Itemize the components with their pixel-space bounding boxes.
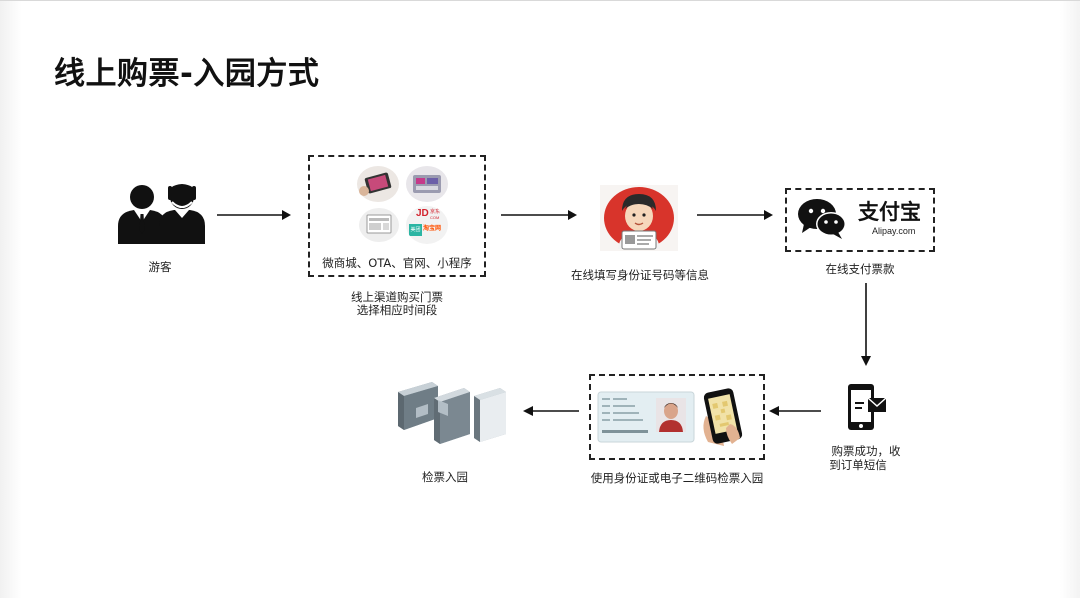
- success-label-line1: 购票成功，收: [831, 444, 901, 458]
- visitors-icon: [118, 184, 205, 244]
- alipay-domain: Alipay.com: [872, 226, 916, 236]
- enter-label: 检票入园: [422, 470, 468, 484]
- pay-label: 在线支付票款: [825, 262, 895, 276]
- arrow-right-icon: [501, 210, 577, 220]
- channels-inner-label: 微商城、OTA、官网、小程序: [322, 256, 472, 270]
- person-with-id-icon: [600, 185, 678, 251]
- payment-box: [785, 188, 935, 252]
- alipay-logo: 支付宝: [858, 199, 921, 224]
- arrow-down-icon: [861, 283, 871, 366]
- verify-box: [589, 374, 765, 460]
- arrow-right-icon: [697, 210, 773, 220]
- channels-caption-line1: 线上渠道购买门票: [351, 290, 443, 304]
- arrow-left-icon: [769, 406, 821, 416]
- verify-label: 使用身份证或电子二维码检票入园: [590, 471, 764, 485]
- platform-logos-icon: JD 京东 COM 美团 淘宝网: [406, 206, 448, 244]
- id-card-qrcode-icon: [597, 388, 743, 446]
- online-store-icon: [406, 166, 448, 202]
- channels-caption-line2: 选择相应时间段: [356, 303, 438, 317]
- mobile-shopping-icon: [357, 166, 399, 202]
- success-label-line2: 到订单短信: [829, 458, 887, 472]
- top-divider: [0, 0, 1080, 1]
- website-icon: [359, 208, 399, 242]
- wechat-icon: [798, 199, 846, 239]
- channels-box: [308, 155, 486, 277]
- turnstile-gates-icon: [398, 382, 506, 444]
- fill-info-label: 在线填写身份证号码等信息: [571, 268, 709, 282]
- visitor-label: 游客: [148, 260, 172, 274]
- sms-phone-icon: [848, 384, 887, 430]
- slide-title: 线上购票-入园方式: [54, 56, 320, 92]
- arrow-right-icon: [217, 210, 291, 220]
- arrow-left-icon: [523, 406, 579, 416]
